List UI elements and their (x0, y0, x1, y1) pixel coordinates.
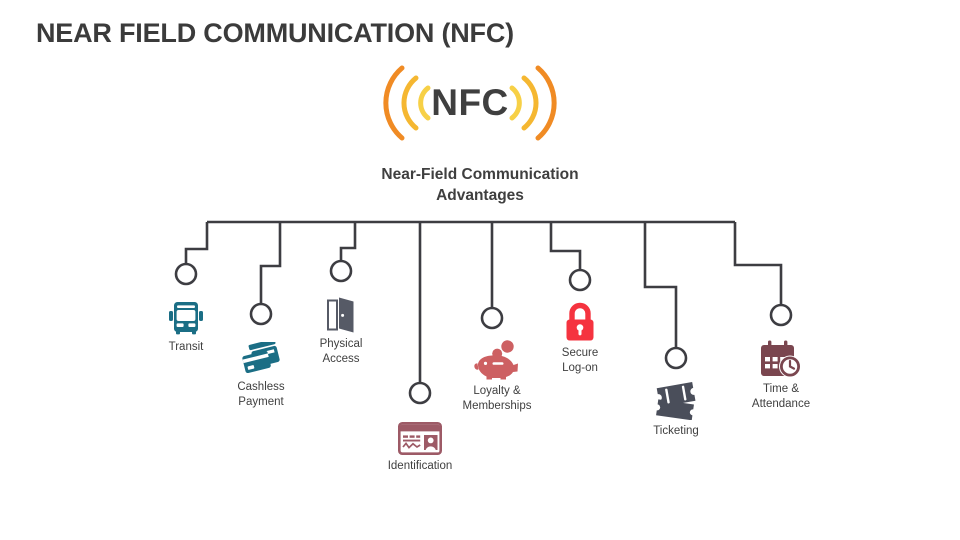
node-label-cashless-payment: Cashless Payment (186, 380, 336, 409)
node-label-line1: Cashless (237, 381, 285, 393)
node-label-line2: Memberships (462, 399, 532, 412)
node-cashless-payment[interactable]: Cashless Payment (186, 330, 336, 409)
connector-secure-log-on (549, 222, 582, 270)
connector-node-loyalty-memberships (480, 306, 504, 330)
piggy-bank-icon (422, 334, 572, 380)
node-physical-access[interactable]: Physical Access (266, 287, 416, 366)
logo-subtitle-line1: Near-Field Communication (381, 166, 579, 183)
node-label-line1: Physical (319, 338, 363, 350)
connector-node-transit (174, 262, 198, 286)
tickets-icon (601, 374, 751, 420)
connector-node-physical-access (329, 259, 353, 283)
logo-subtitle: Near-Field Communication Advantages (330, 164, 630, 207)
connector-transit (184, 222, 209, 264)
node-identification[interactable]: Identification (345, 409, 495, 474)
nfc-wordmark: NFC (431, 82, 509, 123)
logo-subtitle-line2: Advantages (436, 187, 524, 205)
node-label-time-attendance: Time & Attendance (706, 382, 856, 411)
connector-node-secure-log-on (568, 268, 592, 292)
calendar-clock-icon (706, 332, 856, 378)
connector-node-time-attendance (769, 303, 793, 327)
node-label-line2: Access (322, 352, 360, 365)
node-label-loyalty-memberships: Loyalty & Memberships (422, 384, 572, 413)
credit-cards-icon (186, 330, 336, 376)
bus-icon (111, 290, 261, 336)
node-label-secure-log-on: Secure Log-on (505, 346, 655, 375)
node-label-identification: Identification (387, 460, 453, 472)
door-icon (266, 287, 416, 333)
node-ticketing[interactable]: Ticketing (601, 374, 751, 439)
connector-physical-access (339, 222, 357, 261)
connector-time-attendance (733, 222, 783, 305)
nfc-logo-icon (383, 65, 557, 141)
node-time-attendance[interactable]: Time & Attendance (706, 332, 856, 411)
padlock-icon (505, 296, 655, 342)
node-transit[interactable]: Transit (111, 290, 261, 355)
page-title: NEAR FIELD COMMUNICATION (NFC) (36, 18, 514, 48)
node-loyalty-memberships[interactable]: Loyalty & Memberships (422, 334, 572, 413)
node-label-transit: Transit (168, 341, 204, 353)
node-label-line2: Attendance (751, 397, 811, 410)
node-label-line1: Time & (763, 383, 799, 395)
node-label-ticketing: Ticketing (653, 425, 699, 437)
id-card-icon (345, 409, 495, 455)
node-label-line1: Secure (561, 347, 599, 359)
node-secure-log-on[interactable]: Secure Log-on (505, 296, 655, 375)
node-label-line2: Payment (238, 395, 284, 408)
node-label-line1: Loyalty & (473, 385, 521, 397)
connector-node-ticketing (664, 346, 688, 370)
node-label-physical-access: Physical Access (266, 337, 416, 366)
node-label-line2: Log-on (562, 361, 598, 374)
